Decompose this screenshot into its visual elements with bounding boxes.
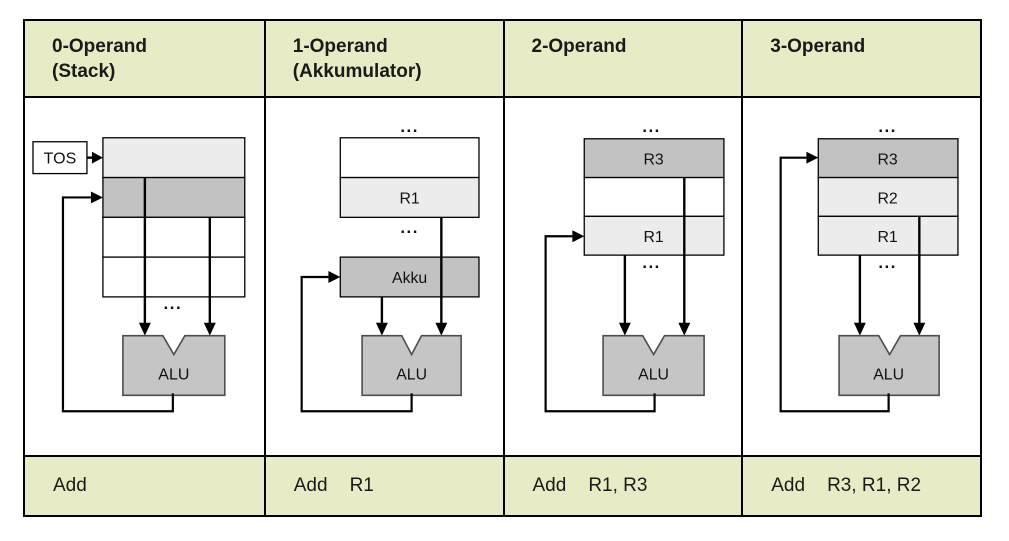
- instruction-3-operand: Add R3, R1, R2: [741, 457, 980, 515]
- header-2-operand: 2-Operand: [502, 21, 742, 98]
- instruction-0-operand: Add: [25, 457, 264, 515]
- dots-ellipsis: ...: [164, 294, 183, 313]
- operand1-data-path-arrow: [138, 177, 151, 336]
- instruction-mnemonic: Add: [532, 475, 567, 496]
- stack-cell-top: [102, 137, 246, 179]
- register-r1-label: R1: [399, 190, 419, 207]
- two-operand-architecture-diagram: ... R3 R1 ... ALU: [544, 117, 725, 413]
- akku-data-path-arrow: [375, 296, 388, 336]
- register-r2-label: R2: [878, 190, 898, 207]
- header-1-operand: 1-Operand (Akkumulator): [263, 21, 503, 98]
- header-line1: 0-Operand: [52, 36, 148, 57]
- stack-architecture-diagram: ... TOS ALU: [32, 137, 246, 413]
- alu-label: ALU: [158, 366, 189, 383]
- header-line1: 2-Operand: [531, 36, 627, 57]
- dots-ellipsis: ...: [400, 218, 418, 237]
- instruction-2-operand: Add R1, R3: [502, 457, 742, 515]
- akku-box: [339, 256, 480, 298]
- alu-box: [838, 334, 941, 397]
- alu-box: [122, 334, 226, 397]
- register-r1: [583, 215, 725, 256]
- alu-label: ALU: [638, 366, 669, 383]
- alu-label: ALU: [396, 366, 427, 383]
- dots-ellipsis: ...: [879, 253, 897, 272]
- dots-ellipsis: ...: [642, 117, 660, 136]
- dots-ellipsis: ...: [400, 117, 418, 136]
- register-file: [817, 138, 959, 256]
- instruction-operands: R1, R3: [588, 475, 648, 496]
- result-feedback-arrow: [61, 191, 174, 413]
- header-0-operand: 0-Operand (Stack): [25, 21, 264, 98]
- result-feedback-arrow: [544, 230, 656, 413]
- register-r1-label: R1: [878, 229, 898, 246]
- akku-label: Akku: [392, 270, 427, 287]
- operand2-data-path-arrow: [203, 217, 216, 336]
- diagram-2-operand: ... R3 R1 ... ALU: [502, 98, 742, 457]
- instruction-mnemonic: Add: [771, 475, 806, 496]
- dots-ellipsis: ...: [879, 117, 897, 136]
- diagram-1-operand: ... R1 ... Akku ALU: [263, 98, 503, 457]
- header-line1: 1-Operand: [292, 36, 388, 57]
- register-r2: [817, 176, 959, 217]
- register-r1: [817, 215, 959, 256]
- instruction-mnemonic: Add: [53, 475, 87, 496]
- r1-data-path-arrow: [618, 255, 631, 336]
- accumulator-architecture-diagram: ... R1 ... Akku ALU: [300, 117, 480, 413]
- register-r1: [339, 176, 480, 218]
- dots-ellipsis: ...: [642, 253, 660, 272]
- diagram-0-operand: ... TOS ALU: [25, 98, 264, 457]
- diagram-3-operand: ... R3 R2 R1 ... ALU: [741, 98, 980, 457]
- header-3-operand: 3-Operand: [741, 21, 980, 98]
- register-file: [583, 138, 725, 256]
- r1-data-path-arrow: [854, 255, 867, 336]
- tos-pointer-arrow: [86, 151, 103, 164]
- register-cell-empty: [583, 176, 725, 217]
- alu-box: [601, 334, 705, 397]
- stack-cell-second: [102, 176, 246, 218]
- tos-label: TOS: [44, 151, 77, 168]
- register-r3: [817, 138, 959, 179]
- header-line2: (Stack): [52, 61, 116, 82]
- register-r3-label: R3: [643, 152, 663, 169]
- stack-register-file: [102, 137, 246, 298]
- stack-cell-third: [102, 216, 246, 258]
- register-r3-label: R3: [878, 152, 898, 169]
- r3-data-path-arrow: [677, 177, 690, 336]
- three-operand-architecture-diagram: ... R3 R2 R1 ... ALU: [779, 117, 959, 413]
- instruction-operands: R3, R1, R2: [827, 475, 922, 496]
- register-file: [339, 137, 480, 218]
- result-feedback-arrow: [779, 151, 890, 413]
- instruction-operands: R1: [349, 475, 374, 496]
- header-line2: (Akkumulator): [292, 61, 422, 82]
- header-line1: 3-Operand: [770, 36, 866, 57]
- r2-data-path-arrow: [913, 216, 926, 336]
- isa-comparison-table: 0-Operand (Stack) 1-Operand (Akkumulator…: [23, 19, 982, 517]
- instruction-mnemonic: Add: [293, 475, 328, 496]
- stack-cell-fourth: [102, 256, 246, 298]
- alu-box: [361, 334, 462, 397]
- register-cell-empty: [339, 137, 480, 179]
- register-r1-label: R1: [643, 229, 663, 246]
- operand-data-path-arrow: [435, 217, 448, 336]
- alu-label: ALU: [873, 366, 904, 383]
- result-feedback-arrow: [300, 271, 413, 413]
- instruction-1-operand: Add R1: [263, 457, 503, 515]
- tos-box: [32, 141, 88, 175]
